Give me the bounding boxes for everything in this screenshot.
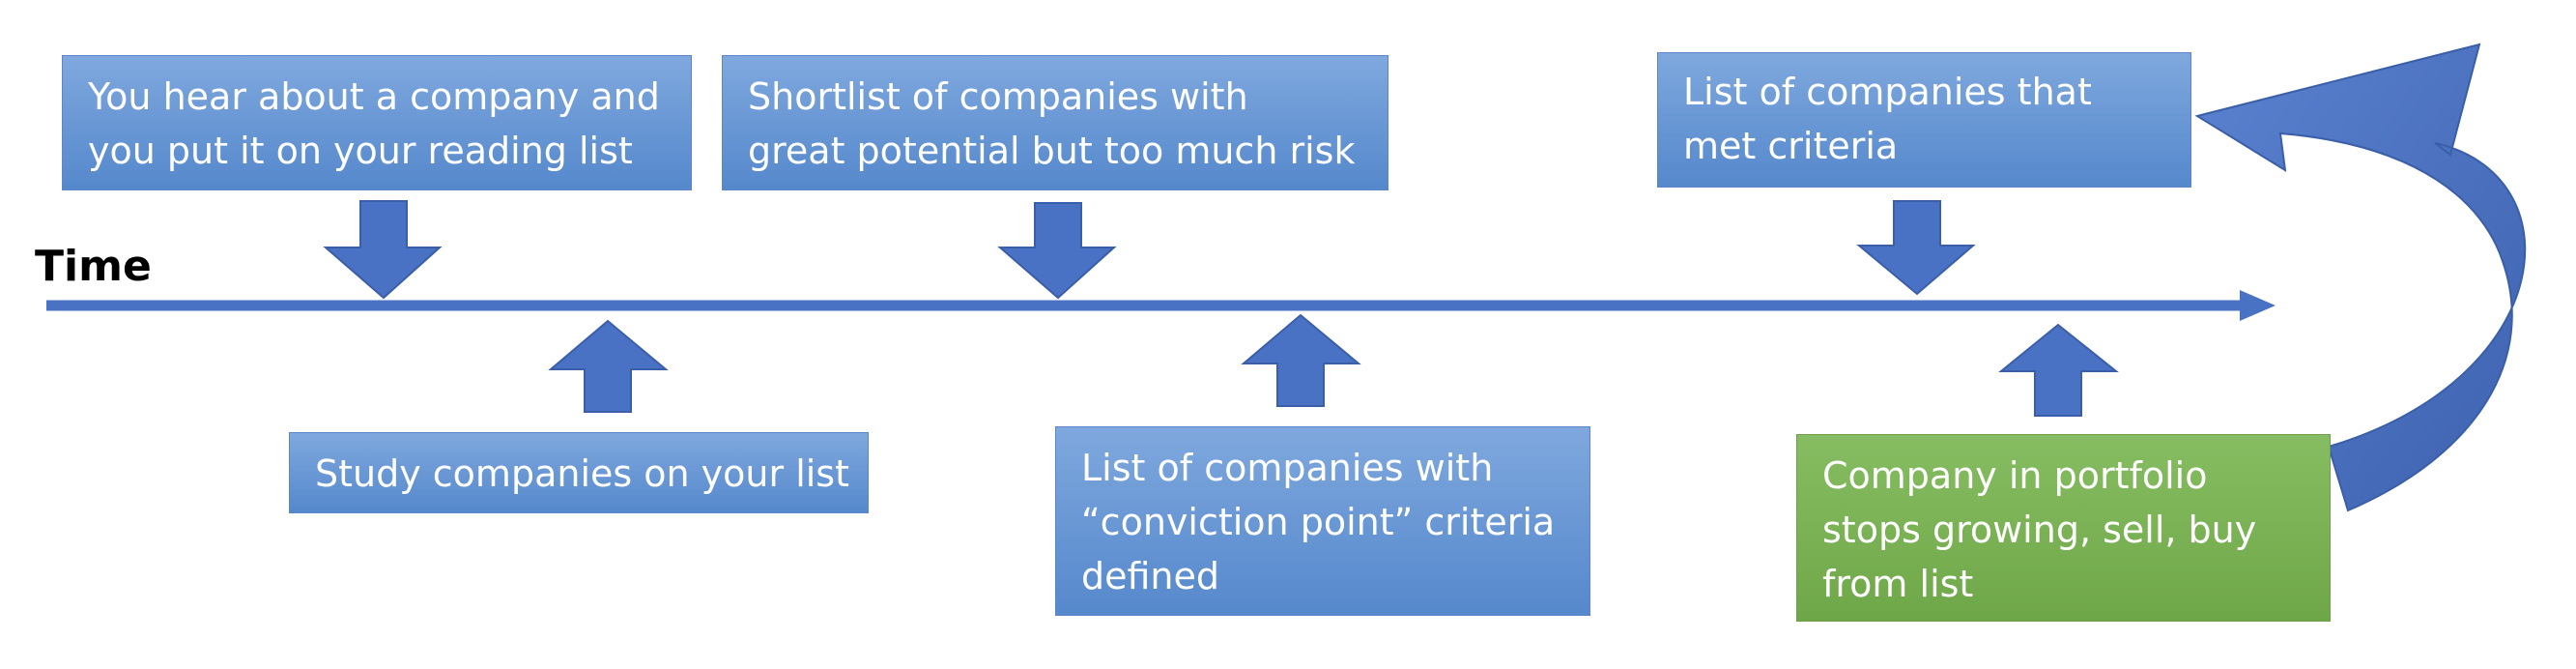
timeline-arrowhead xyxy=(2240,290,2275,321)
box-conviction: List of companies with “conviction point… xyxy=(1055,426,1590,616)
up-arrow-portfolio xyxy=(1998,323,2119,417)
curved-return-arrow xyxy=(2194,43,2527,512)
box-shortlist: Shortlist of companies with great potent… xyxy=(722,55,1388,190)
box-portfolio: Company in portfolio stops growing, sell… xyxy=(1796,434,2331,622)
up-arrow-study xyxy=(548,319,669,413)
box-study: Study companies on your list xyxy=(289,432,869,513)
down-arrow-shortlist xyxy=(997,202,1117,300)
box-reading-list: You hear about a company and you put it … xyxy=(62,55,692,190)
timeline-label: Time xyxy=(35,242,152,291)
down-arrow-met-criteria xyxy=(1856,200,1976,296)
up-arrow-conviction xyxy=(1241,313,1361,407)
down-arrow-reading-list xyxy=(323,200,443,300)
box-met-criteria: List of companies that met criteria xyxy=(1657,52,2191,188)
